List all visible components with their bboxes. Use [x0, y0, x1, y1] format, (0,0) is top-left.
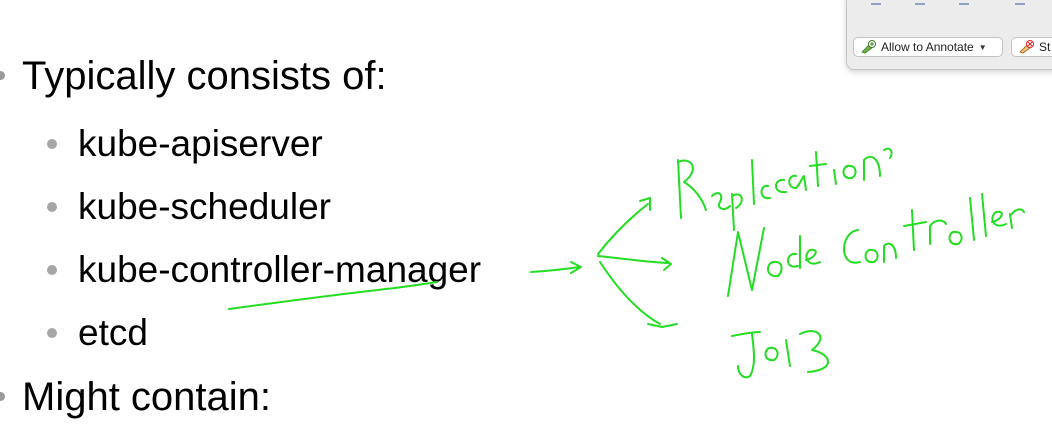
- annotation-toolbar: Allow to Annotate ▼ St: [846, 0, 1052, 70]
- bullet-typically-consists: Typically consists of:: [0, 54, 387, 98]
- bullet-text: kube-apiserver: [78, 123, 323, 164]
- bullet-text: etcd: [78, 312, 148, 353]
- annotate-stop-icon: [1019, 40, 1034, 54]
- bullet-kube-controller-manager: kube-controller-manager: [47, 249, 482, 290]
- allow-to-annotate-button[interactable]: Allow to Annotate ▼: [853, 37, 1003, 57]
- bullet-might-contain: Might contain:: [0, 375, 272, 419]
- bullet-kube-scheduler: kube-scheduler: [47, 186, 331, 227]
- arrow-stroke: [530, 266, 581, 273]
- branch-down-head: [647, 323, 678, 328]
- arrow-head: [570, 261, 582, 274]
- annotate-allow-icon: [861, 40, 876, 54]
- branch-up-head: [639, 197, 651, 211]
- toolbar-tool-icon[interactable]: [1015, 0, 1025, 5]
- bullet-dot: [47, 139, 57, 149]
- toolbar-tool-icon[interactable]: [871, 0, 881, 5]
- toolbar-tool-icon[interactable]: [915, 0, 925, 5]
- allow-to-annotate-label: Allow to Annotate: [881, 40, 974, 54]
- bullet-dot: [0, 392, 5, 401]
- bullet-dot: [0, 71, 5, 80]
- branch-mid-head: [661, 257, 672, 271]
- bullet-text: kube-scheduler: [78, 186, 331, 227]
- handwriting-job: [731, 330, 829, 379]
- bullet-etcd: etcd: [47, 312, 148, 353]
- bullet-dot: [47, 328, 57, 338]
- bullet-dot: [47, 202, 57, 212]
- chevron-down-icon: ▼: [978, 42, 987, 52]
- branch-down-stroke: [599, 261, 661, 325]
- bullet-text: kube-controller-manager: [78, 249, 482, 290]
- stop-annotation-label: St: [1039, 40, 1051, 54]
- toolbar-tool-icon[interactable]: [959, 0, 969, 5]
- bullet-text: Typically consists of:: [22, 54, 387, 98]
- branch-mid-stroke: [597, 255, 669, 264]
- branch-up-stroke: [597, 203, 649, 255]
- toolbar-icon-row: [867, 0, 1052, 5]
- bullet-text: Might contain:: [22, 375, 272, 419]
- handwriting-node-controller: [727, 193, 1025, 297]
- stop-annotation-button[interactable]: St: [1011, 37, 1052, 57]
- handwriting-replication: [677, 147, 893, 231]
- bullet-dot: [47, 265, 57, 275]
- bullet-kube-apiserver: kube-apiserver: [47, 123, 323, 164]
